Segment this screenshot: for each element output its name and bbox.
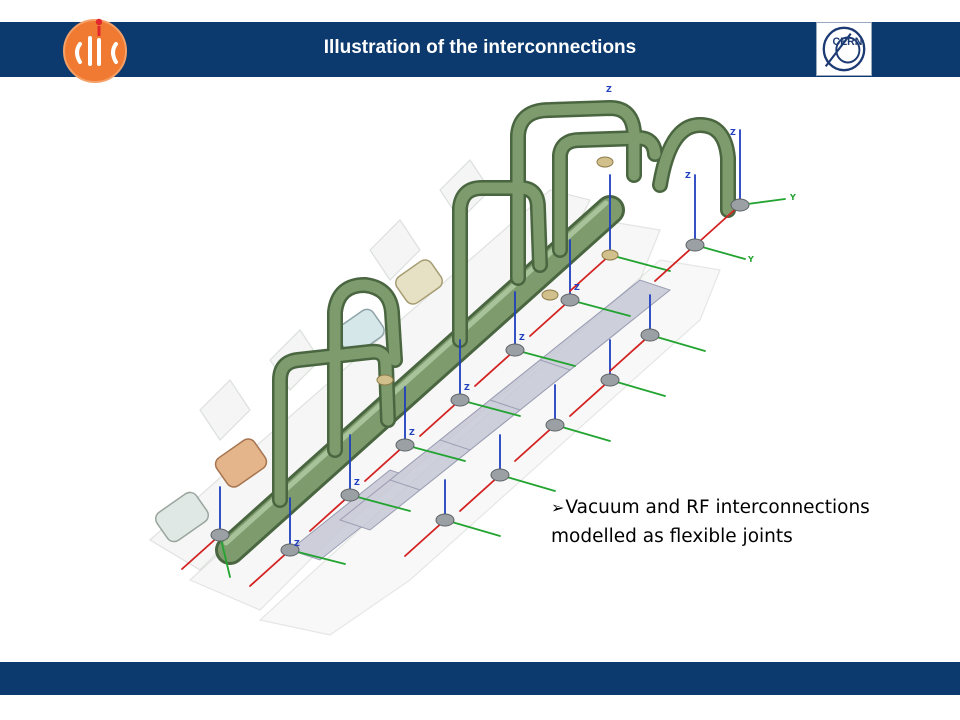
footer-bar <box>0 662 960 695</box>
svg-text:Z: Z <box>294 539 300 548</box>
clic-logo <box>63 18 127 83</box>
cern-logo: CERN <box>816 22 872 76</box>
svg-text:Z: Z <box>574 283 580 292</box>
svg-text:CERN: CERN <box>832 36 862 48</box>
module-3d-illustration: Z Z Z Z Z Z Z Z Z Y Y <box>148 85 796 636</box>
svg-text:Z: Z <box>730 128 736 137</box>
svg-text:Z: Z <box>409 428 415 437</box>
svg-text:Y: Y <box>747 255 754 264</box>
svg-text:Y: Y <box>789 193 796 202</box>
header-bar <box>0 22 960 77</box>
bullet-text: ➢Vacuum and RF interconnections modelled… <box>551 493 911 551</box>
slide-title: Illustration of the interconnections <box>323 37 637 58</box>
bullet-line-2: modelled as flexible joints <box>551 526 793 547</box>
svg-text:Z: Z <box>606 85 612 94</box>
svg-text:Z: Z <box>464 383 470 392</box>
svg-text:Z: Z <box>354 478 360 487</box>
bullet-line-1: Vacuum and RF interconnections <box>565 497 870 518</box>
svg-text:Z: Z <box>685 171 691 180</box>
svg-text:Z: Z <box>519 333 525 342</box>
arrow-bullet-icon: ➢ <box>551 498 565 517</box>
